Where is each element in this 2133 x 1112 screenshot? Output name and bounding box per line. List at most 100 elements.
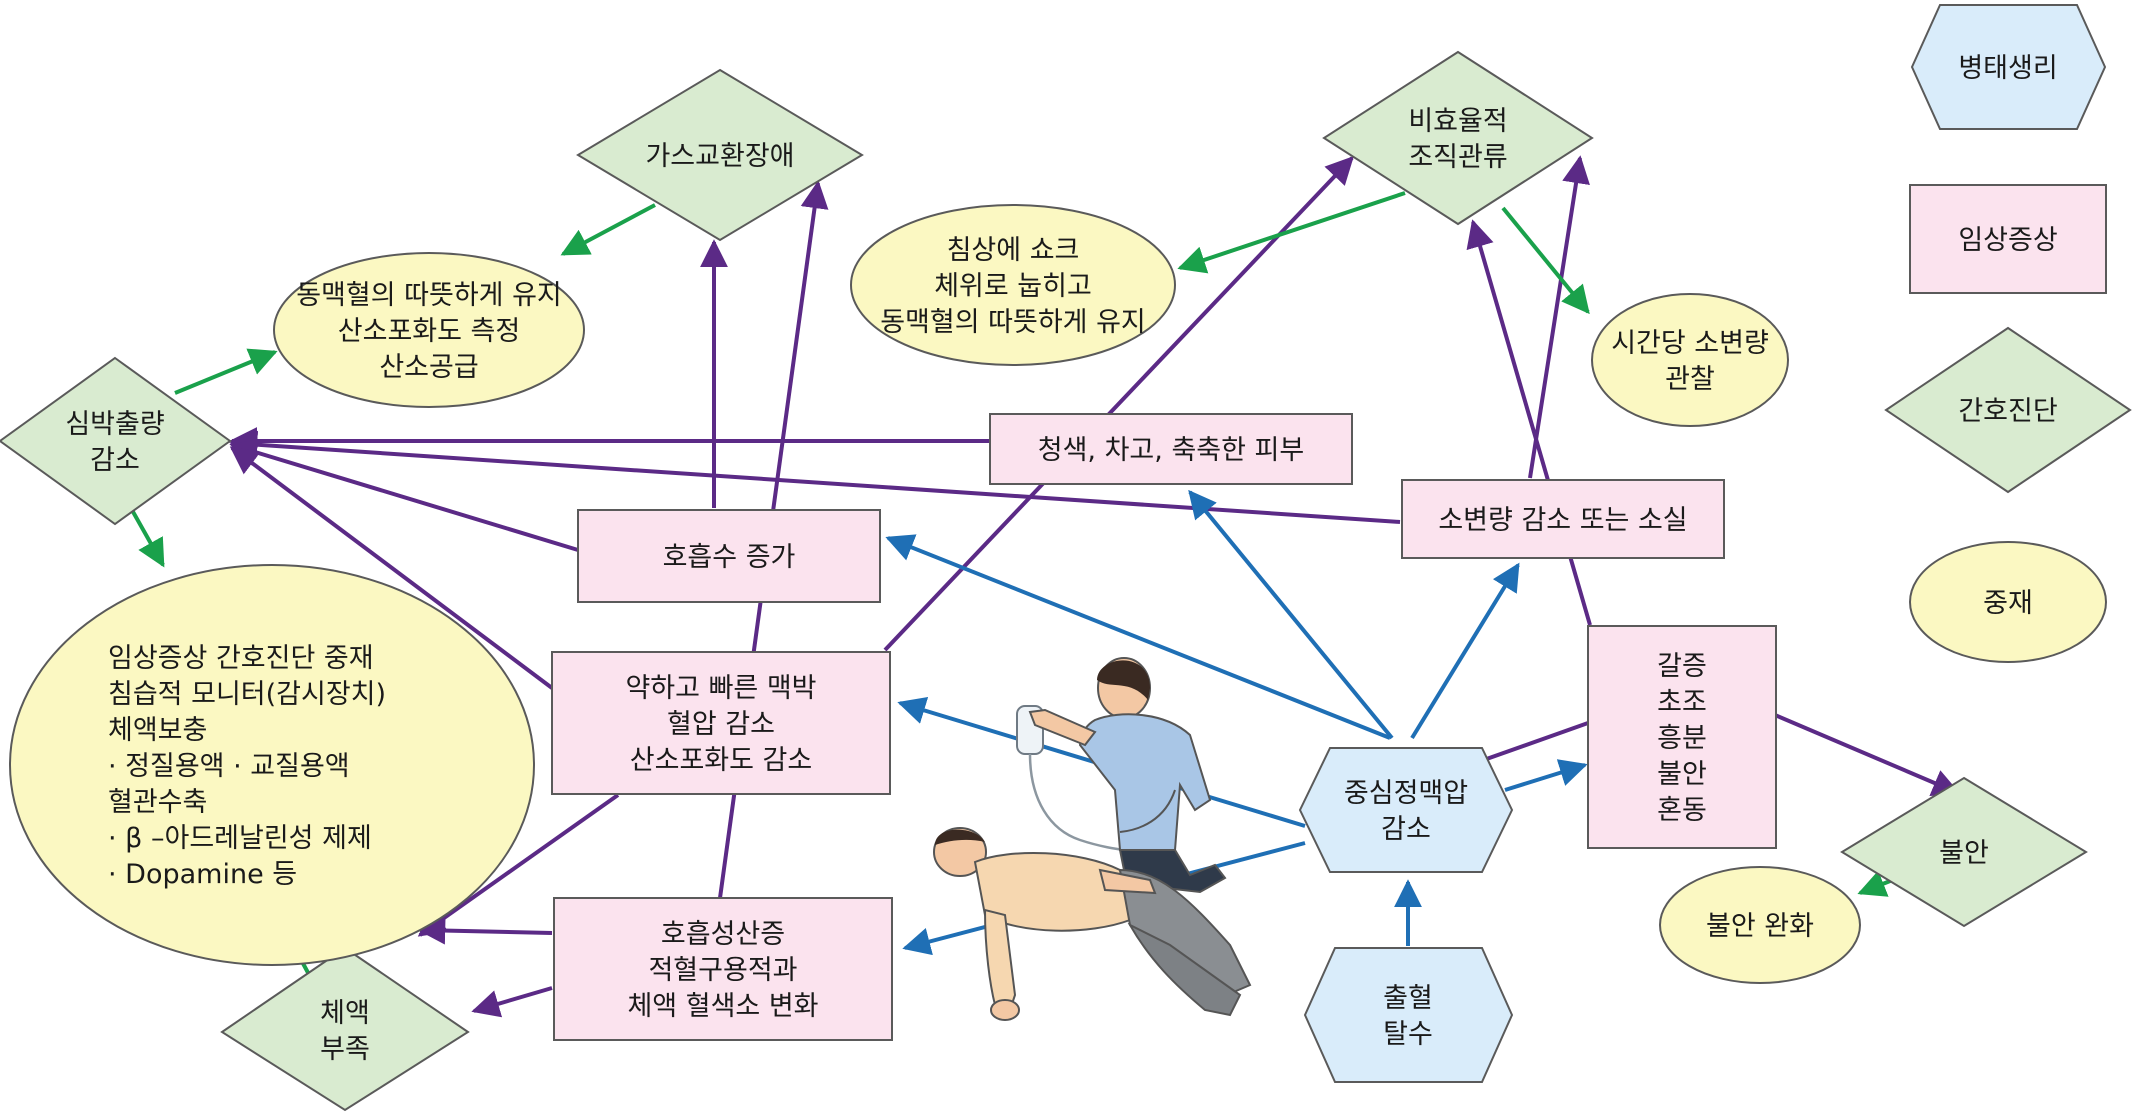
thirst-line: 초조 <box>1657 687 1707 718</box>
fluid_deficit-line: 부족 <box>320 1034 370 1065</box>
int_main-line: · Dopamine 등 <box>108 859 297 890</box>
svg-text:청색, 차고, 축축한 피부: 청색, 차고, 축축한 피부 <box>1038 435 1304 466</box>
bleeding-line: 탈수 <box>1383 1019 1433 1050</box>
edge-perfusion-to-int-urine <box>1501 206 1590 315</box>
svg-text:병태생리: 병태생리 <box>1958 53 2057 84</box>
thirst-line: 갈증 <box>1657 651 1707 682</box>
int_main-line: 혈관수축 <box>108 787 207 818</box>
edge-cvp-to-urine <box>1410 562 1520 740</box>
int_shock-line: 체위로 눕히고 <box>934 271 1092 302</box>
node-gas-exchange-impaired: 가스교환장애 <box>576 68 864 242</box>
legend-intervention: 중재 <box>1909 541 2107 663</box>
perfusion-line: 비효율적 <box>1408 106 1507 137</box>
thirst-line: 불안 <box>1657 759 1707 790</box>
edge-gas-exchange-to-int-gas <box>560 203 656 256</box>
edge-perfusion-to-int-shock <box>1177 191 1406 274</box>
int_main-line: 침습적 모니터(감시장치) <box>108 679 386 710</box>
node-cold-clammy-skin: 청색, 차고, 축축한 피부 <box>989 413 1353 485</box>
patient-figure <box>933 827 1252 1021</box>
int_gas-line: 산소공급 <box>379 352 478 383</box>
edge-pulse-to-main-intervention <box>417 793 620 937</box>
thirst-line: 흥분 <box>1657 723 1707 754</box>
cardiac_output-line: 심박출량 <box>65 409 164 440</box>
int_gas-line: 산소포화도 측정 <box>338 316 520 347</box>
int_shock-line: 침상에 쇼크 <box>947 235 1080 266</box>
nurse-figure <box>1028 657 1227 894</box>
int_anxiety-line: 불안 완화 <box>1706 911 1814 942</box>
acidosis-line: 호흡성산증 <box>661 919 785 950</box>
bleeding-line: 출혈 <box>1383 983 1433 1014</box>
int_urine-line: 관찰 <box>1665 364 1715 395</box>
edge-cvp-to-thirst <box>1504 759 1588 792</box>
int_main-line: · β –아드레날린성 제제 <box>108 823 372 854</box>
legend-diagnosis: 간호진단 <box>1884 326 2132 494</box>
nurse-patient-illustration <box>933 657 1252 1021</box>
svg-text:불안 완화: 불안 완화 <box>1706 911 1814 942</box>
edge-cvp-to-thirst-line <box>1477 721 1589 764</box>
int_main-line: 체액보충 <box>108 715 207 746</box>
pulse-line: 약하고 빠른 맥박 <box>625 673 816 704</box>
legend: 병태생리 임상증상 간호진단 중재 <box>1884 4 2132 663</box>
svg-text:불안: 불안 <box>1939 838 1989 869</box>
int_shock-line: 동맥혈의 따뜻하게 유지 <box>880 307 1146 338</box>
node-resp-rate-increase: 호흡수 증가 <box>577 509 881 603</box>
legend-pathophysiology: 병태생리 <box>1910 4 2107 130</box>
edge-acidosis-to-fluid-deficit <box>471 986 553 1018</box>
edge-pulse-to-cardiac-output <box>229 446 554 690</box>
edge-cardiac-to-int-main <box>130 509 165 568</box>
edge-resp-to-cardiac-output <box>229 438 579 552</box>
svg-text:가스교환장애: 가스교환장애 <box>645 141 794 172</box>
svg-text:소변량 감소 또는 소실: 소변량 감소 또는 소실 <box>1438 505 1687 536</box>
edge-cvp-to-resp <box>885 534 1391 740</box>
int_main-line: 임상증상 간호진단 중재 <box>108 643 374 674</box>
legend-symptom: 임상증상 <box>1909 184 2107 294</box>
thirst-line: 혼동 <box>1657 795 1707 826</box>
acidosis-line: 적혈구용적과 <box>648 955 797 986</box>
urine-line: 소변량 감소 또는 소실 <box>1438 505 1687 536</box>
node-urine-decrease: 소변량 감소 또는 소실 <box>1401 479 1725 559</box>
cardiac_output-line: 감소 <box>90 445 140 476</box>
edge-cvp-to-skin <box>1188 489 1394 740</box>
edge-urine-to-perfusion-b <box>1528 155 1590 479</box>
acidosis-line: 체액 혈색소 변화 <box>627 991 818 1022</box>
skin-line: 청색, 차고, 축축한 피부 <box>1038 435 1304 466</box>
int_urine-line: 시간당 소변량 <box>1611 328 1769 359</box>
edge-thirst-to-anxiety <box>1774 713 1961 796</box>
int_gas-line: 동맥혈의 따뜻하게 유지 <box>296 280 562 311</box>
pulse-line: 혈압 감소 <box>667 709 775 740</box>
edge-cardiac-to-int-gas <box>174 348 278 395</box>
resp_rate-line: 호흡수 증가 <box>663 542 796 573</box>
edge-acidosis-to-main-intervention <box>417 916 553 945</box>
svg-text:간호진단: 간호진단 <box>1958 396 2057 427</box>
perfusion-line: 조직관류 <box>1408 142 1507 173</box>
fluid_deficit-line: 체액 <box>320 998 370 1029</box>
svg-text:임상증상: 임상증상 <box>1958 225 2057 256</box>
svg-text:중재: 중재 <box>1983 588 2033 619</box>
int_main-line: · 정질용액 · 교질용액 <box>108 751 350 782</box>
node-int-anxiety-relief: 불안 완화 <box>1659 866 1861 984</box>
